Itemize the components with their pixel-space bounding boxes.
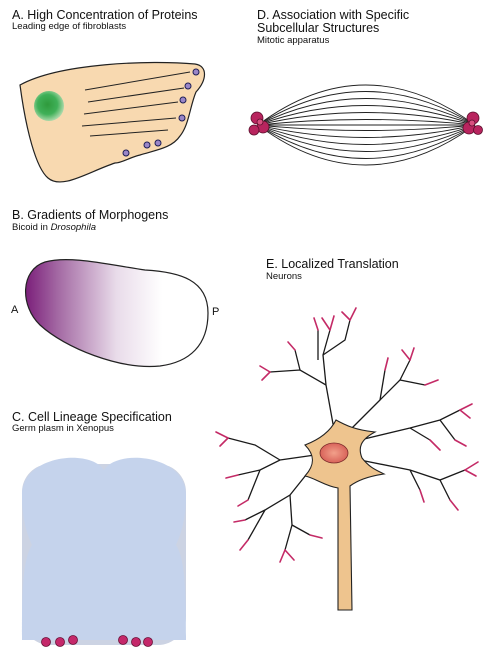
neuron-nucleus (320, 443, 348, 463)
xenopus-embryo (22, 458, 186, 647)
drosophila-embryo (26, 260, 208, 367)
mitotic-spindle (249, 85, 483, 165)
spindle-pole-right (463, 112, 483, 135)
fibroblast-body (20, 62, 205, 182)
spindle-fibers (258, 85, 475, 165)
fibroblast-nucleus (34, 91, 64, 121)
spindle-pole-left (249, 112, 269, 135)
xenopus-blastomeres (22, 458, 186, 640)
fibroblast-cell (20, 62, 205, 182)
neuron (216, 308, 478, 610)
